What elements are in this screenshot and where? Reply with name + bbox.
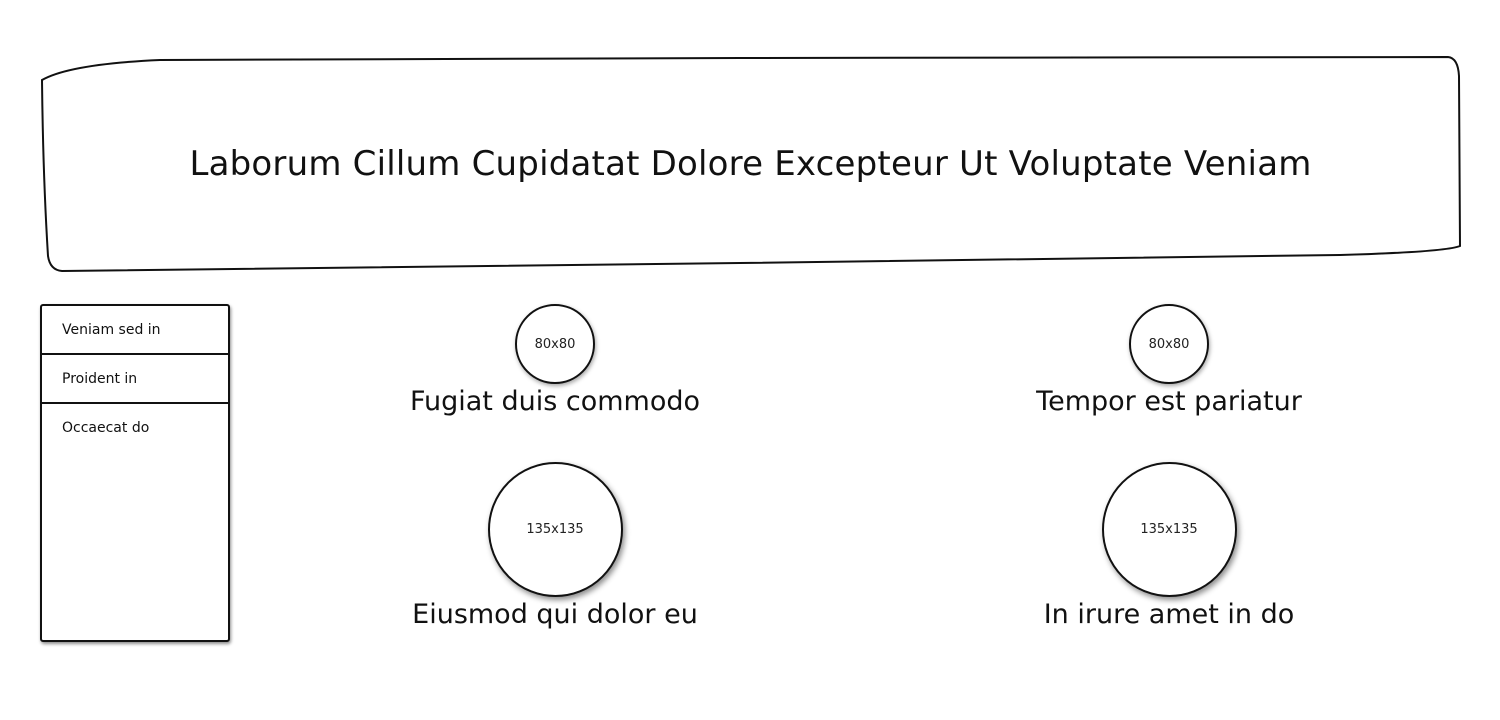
profile-tile: 80x80 Fugiat duis commodo — [395, 304, 715, 417]
avatar-image-placeholder: 80x80 — [515, 304, 595, 384]
sidebar-item-occaecat-do[interactable]: Occaecat do — [62, 420, 150, 436]
tile-caption: In irure amet in do — [1043, 599, 1295, 630]
tile-caption: Tempor est pariatur — [1036, 386, 1302, 417]
profile-tile: 80x80 Tempor est pariatur — [1009, 304, 1329, 417]
avatar-image-placeholder: 80x80 — [1129, 304, 1209, 384]
sidebar-item-proident-in[interactable]: Proident in — [42, 355, 228, 404]
banner-frame — [40, 56, 1461, 272]
tile-caption: Eiusmod qui dolor eu — [412, 599, 698, 630]
sidebar-menu: Veniam sed in Proident in Occaecat do — [40, 304, 230, 642]
avatar-image-placeholder: 135x135 — [487, 462, 623, 597]
page-title: Laborum Cillum Cupidatat Dolore Excepteu… — [189, 144, 1312, 184]
profile-tile: 135x135 In irure amet in do — [1009, 462, 1329, 630]
profile-tile: 135x135 Eiusmod qui dolor eu — [395, 462, 715, 630]
header-banner: Laborum Cillum Cupidatat Dolore Excepteu… — [40, 56, 1461, 272]
avatar-image-placeholder: 135x135 — [1101, 462, 1237, 597]
sidebar-item-veniam-sed-in[interactable]: Veniam sed in — [42, 306, 228, 355]
tile-caption: Fugiat duis commodo — [409, 386, 701, 417]
